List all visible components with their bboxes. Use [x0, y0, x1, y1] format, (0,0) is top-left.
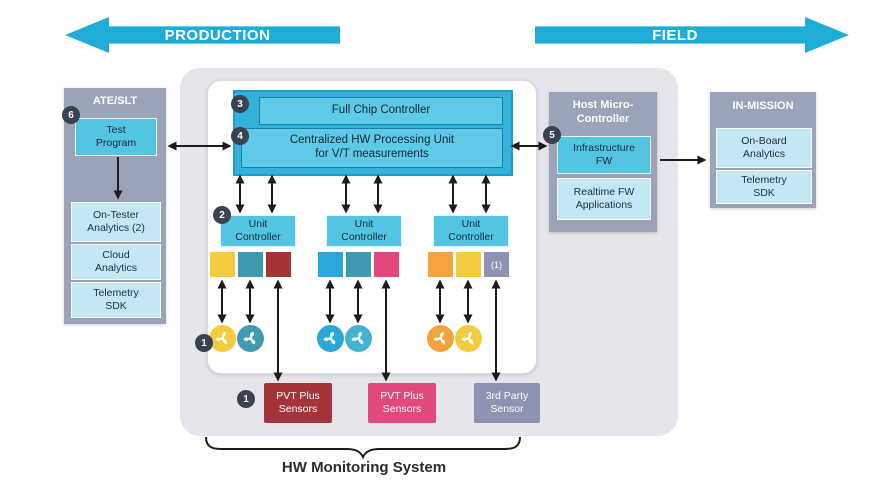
step-badge-2: 2 [213, 206, 231, 224]
telemetry-sdk-box-2: Telemetry SDK [716, 170, 812, 204]
telemetry-sdk-label: Telemetry SDK [741, 174, 787, 199]
sensor-fan-icon [433, 332, 446, 345]
chip-controller-group: Full Chip Controller Centralized HW Proc… [233, 90, 513, 176]
step-badge-5: 5 [543, 126, 561, 144]
production-label: PRODUCTION [164, 26, 271, 44]
hw-processing-unit-box: Centralized HW Processing Unit for V/T m… [241, 128, 503, 168]
unit-controller-box-3: Unit Controller [433, 215, 509, 247]
infrastructure-fw-box: Infrastructure FW [557, 136, 651, 174]
unit-controller-label: Unit Controller [235, 218, 281, 243]
sensor-swatch-purple: (1) [484, 252, 509, 277]
test-program-box: Test Program [75, 118, 157, 156]
on-tester-analytics-box: On-Tester Analytics (2) [71, 202, 161, 242]
full-chip-controller-label: Full Chip Controller [331, 104, 431, 117]
step-badge-6: 6 [62, 106, 80, 124]
bottom-brace [205, 436, 521, 460]
step-badge-1-sensors: 1 [195, 334, 213, 352]
pvt-sensors-box-mid: PVT Plus Sensors [368, 383, 436, 423]
third-party-sensor-box: 3rd Party Sensor [474, 383, 540, 423]
sensor-fan-icon [323, 332, 336, 345]
sensor-node-orange [427, 325, 454, 352]
realtime-fw-label: Realtime FW Applications [573, 186, 635, 211]
sensor-swatch-pink [374, 252, 399, 277]
sensor-swatch-yellow [456, 252, 481, 277]
sensor-swatch-blue [318, 252, 343, 277]
cloud-analytics-label: Cloud Analytics [94, 249, 137, 274]
pvt-sensors-label: PVT Plus Sensors [380, 390, 424, 415]
sensor-fan-icon [215, 332, 228, 345]
full-chip-controller-box: Full Chip Controller [259, 97, 503, 125]
hw-monitoring-caption: HW Monitoring System [281, 459, 447, 476]
telemetry-sdk-label: Telemetry SDK [93, 287, 139, 312]
sensor-swatch-teal [238, 252, 263, 277]
sensor-fan-icon [243, 332, 256, 345]
telemetry-sdk-box: Telemetry SDK [71, 282, 161, 318]
field-label: FIELD [652, 26, 698, 44]
unit-controller-box-2: Unit Controller [326, 215, 402, 247]
pvt-sensors-box-left: PVT Plus Sensors [264, 383, 332, 423]
sensor-node-yellow2 [455, 325, 482, 352]
step-badge-4: 4 [231, 127, 249, 145]
sensor-node-blue [317, 325, 344, 352]
sensor-swatch-orange [428, 252, 453, 277]
step-badge-1-pvt: 1 [237, 390, 255, 408]
hw-processing-unit-line1: Centralized HW Processing Unit [289, 134, 455, 147]
unit-controller-label: Unit Controller [448, 218, 494, 243]
swatch-note: (1) [491, 259, 502, 270]
pvt-sensors-label: PVT Plus Sensors [276, 390, 320, 415]
field-arrow: FIELD [535, 17, 849, 53]
infrastructure-fw-label: Infrastructure FW [573, 142, 635, 167]
host-controller-panel: Host Micro-Controller Infrastructure FW … [549, 92, 657, 232]
hw-processing-unit-line2: for V/T measurements [315, 148, 429, 160]
sensor-node-lightblue [345, 325, 372, 352]
host-controller-title: Host Micro-Controller [572, 99, 634, 125]
sensor-swatch-darkred [266, 252, 291, 277]
cloud-analytics-box: Cloud Analytics [71, 244, 161, 280]
sensor-node-yellow [209, 325, 236, 352]
third-party-sensor-label: 3rd Party Sensor [485, 390, 529, 415]
ate-slt-panel: ATE/SLT Test Program On-Tester Analytics… [64, 88, 166, 324]
unit-controller-label: Unit Controller [341, 218, 387, 243]
step-badge-3: 3 [231, 95, 249, 113]
on-board-analytics-box: On-Board Analytics [716, 128, 812, 168]
on-board-analytics-label: On-Board Analytics [741, 135, 787, 160]
on-tester-analytics-label: On-Tester Analytics (2) [87, 209, 145, 234]
sensor-fan-icon [351, 332, 364, 345]
in-mission-title: IN-MISSION [732, 100, 794, 112]
sensor-fan-icon [461, 332, 474, 345]
unit-controller-box-1: Unit Controller [220, 215, 296, 247]
production-arrow: PRODUCTION [65, 17, 340, 53]
sensor-swatch-yellow [210, 252, 235, 277]
test-program-label: Test Program [95, 124, 137, 149]
realtime-fw-box: Realtime FW Applications [557, 178, 651, 220]
sensor-swatch-teal [346, 252, 371, 277]
sensor-node-teal [237, 325, 264, 352]
ate-slt-title: ATE/SLT [92, 95, 138, 107]
in-mission-panel: IN-MISSION On-Board Analytics Telemetry … [710, 92, 816, 208]
